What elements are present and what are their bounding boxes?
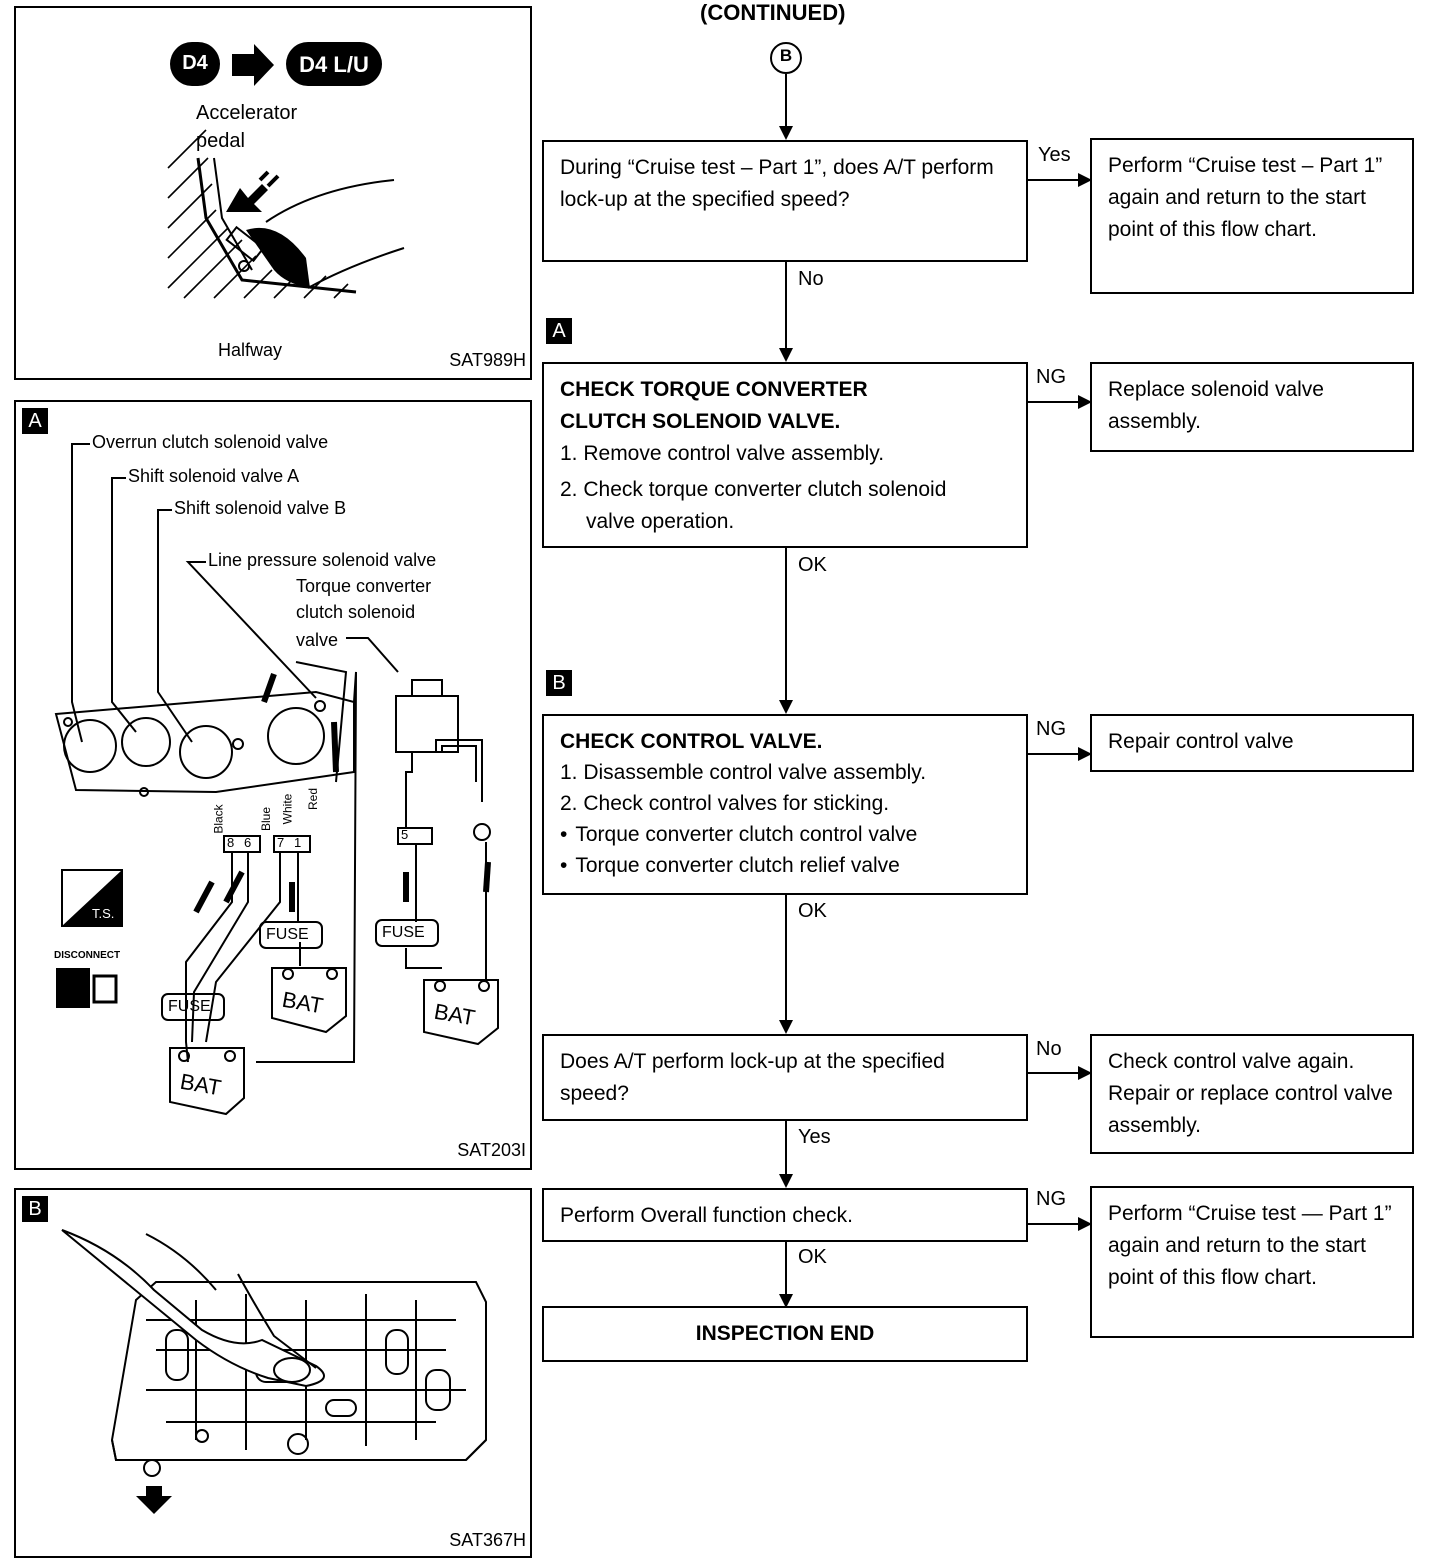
figure-code: SAT989H xyxy=(449,350,526,370)
terminal-7: 7 xyxy=(277,835,285,850)
check-b-step-2: 2. Check control valves for sticking. xyxy=(560,792,890,815)
accelerator-label: Accelerator xyxy=(196,102,298,124)
check-b-bullet-2: Torque converter clutch relief valve xyxy=(560,850,1010,881)
cruise-test-retry-box: Perform “Cruise test – Part 1” again and… xyxy=(1090,138,1414,294)
solenoid-valve-illustration-panel: A xyxy=(14,400,532,1170)
control-valve-drawing xyxy=(61,1229,487,1514)
ts-icon: T.S. xyxy=(92,906,115,921)
torque-converter-label-3: valve xyxy=(296,630,339,650)
panel-tag-b: B xyxy=(22,1196,48,1222)
ok-label-2: OK xyxy=(798,900,827,922)
terminal-6: 6 xyxy=(244,835,252,850)
check-b-step-1: 1. Disassemble control valve assembly. xyxy=(560,761,927,784)
lockup-question-box: Does A/T perform lock-up at the specifie… xyxy=(542,1034,1028,1121)
check-torque-converter-box: CHECK TORQUE CONVERTER CLUTCH SOLENOID V… xyxy=(542,362,1028,548)
line-pressure-label: Line pressure solenoid valve xyxy=(208,550,437,570)
torque-converter-label-2: clutch solenoid xyxy=(296,602,416,622)
check-a-title-2: CLUTCH SOLENOID VALVE. xyxy=(560,410,841,433)
fuse-label-3: FUSE xyxy=(382,924,425,941)
figure-code: SAT367H xyxy=(449,1530,526,1550)
cruise-test-retry-box-2: Perform “Cruise test — Part 1” again and… xyxy=(1090,1186,1414,1338)
check-a-step-2-cont: valve operation. xyxy=(586,510,735,533)
solenoid-wiring-drawing xyxy=(54,443,499,1116)
check-a-title-1: CHECK TORQUE CONVERTER xyxy=(560,378,868,401)
figure-code: SAT203I xyxy=(457,1140,526,1160)
d4-lu-badge: D4 L/U xyxy=(299,52,369,77)
overrun-clutch-label: Overrun clutch solenoid valve xyxy=(92,432,329,452)
terminal-8: 8 xyxy=(227,835,235,850)
terminal-1: 1 xyxy=(294,835,302,850)
accelerator-illustration-panel: D4 D4 L/U Accelerator pedal Halfway SAT9… xyxy=(14,6,532,380)
ok-label-3: OK xyxy=(798,1246,827,1268)
check-a-step-1: 1. Remove control valve assembly. xyxy=(560,442,885,465)
cruise-test-question: During “Cruise test – Part 1”, does A/T … xyxy=(542,140,1028,262)
terminal-5: 5 xyxy=(401,827,409,842)
overall-function-check-box: Perform Overall function check. xyxy=(542,1188,1028,1242)
disconnect-icon: DISCONNECT xyxy=(54,950,121,961)
torque-converter-label-1: Torque converter xyxy=(296,576,432,596)
no-label-1: No xyxy=(798,268,824,290)
ok-label-1: OK xyxy=(798,554,827,576)
replace-solenoid-box: Replace solenoid valve assembly. xyxy=(1090,362,1414,452)
check-b-bullet-1: Torque converter clutch control valve xyxy=(560,819,1010,850)
start-connector-b: B xyxy=(779,46,793,65)
halfway-label: Halfway xyxy=(218,340,283,360)
check-control-valve-again-box: Check control valve again. Repair or rep… xyxy=(1090,1034,1414,1154)
d4-badge: D4 xyxy=(182,52,208,74)
check-a-step-2: 2. Check torque converter clutch solenoi… xyxy=(560,478,947,501)
check-control-valve-box: CHECK CONTROL VALVE. 1. Disassemble cont… xyxy=(542,714,1028,895)
step-tag-b: B xyxy=(546,670,572,696)
fuse-label-1: FUSE xyxy=(168,998,211,1015)
panel-tag-a: A xyxy=(22,408,48,434)
yes-label-1: Yes xyxy=(1038,144,1071,166)
check-b-title: CHECK CONTROL VALVE. xyxy=(560,730,823,753)
ng-label-1: NG xyxy=(1036,366,1066,388)
ng-label-2: NG xyxy=(1036,718,1066,740)
no-label-2: No xyxy=(1036,1038,1062,1060)
shift-solenoid-a-label: Shift solenoid valve A xyxy=(128,466,300,486)
repair-control-valve-box: Repair control valve xyxy=(1090,714,1414,772)
fuse-label-2: FUSE xyxy=(266,926,309,943)
step-tag-a: A xyxy=(546,318,572,344)
accelerator-pedal-drawing xyxy=(167,42,405,299)
shift-solenoid-b-label: Shift solenoid valve B xyxy=(174,498,347,518)
control-valve-illustration-panel: B SAT367H xyxy=(14,1188,532,1558)
continued-heading: (CONTINUED) xyxy=(700,0,846,25)
pedal-label: pedal xyxy=(196,130,245,152)
inspection-end-box: INSPECTION END xyxy=(542,1306,1028,1362)
yes-label-2: Yes xyxy=(798,1126,831,1148)
ng-label-3: NG xyxy=(1036,1188,1066,1210)
